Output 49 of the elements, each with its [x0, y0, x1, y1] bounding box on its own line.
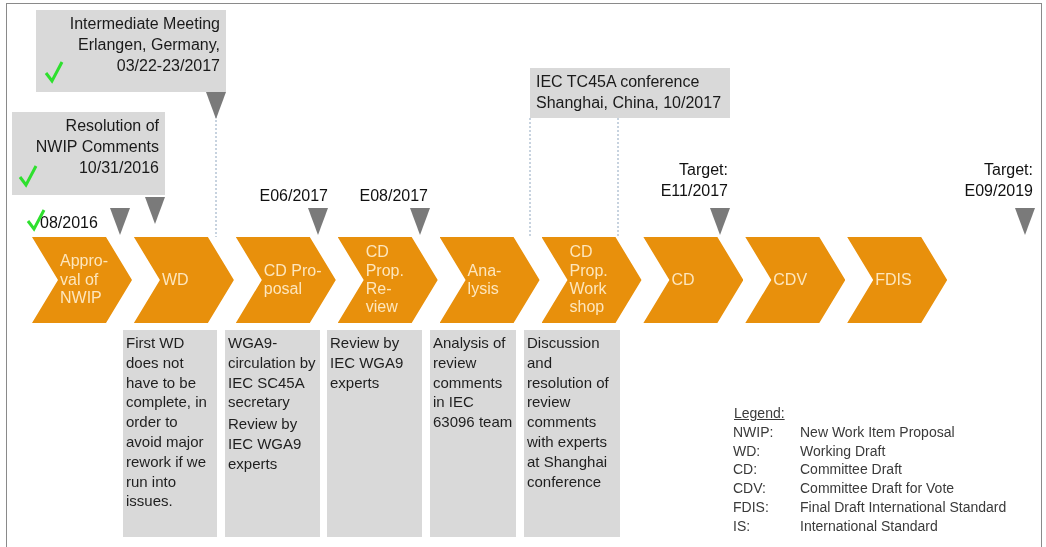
step-label: FDIS [875, 270, 913, 290]
description-text: Discussion and resolution of review comments with experts at Shanghai conference [527, 333, 610, 492]
legend-entry: WD: [733, 441, 762, 460]
description-text: Analysis of review comments in IEC 63096 team [433, 333, 513, 432]
description-text: First WD does not have to be complete, in order to avoid major rework if we run into issues. [126, 333, 208, 512]
description-text: Review by IEC WGA9 experts [228, 414, 303, 474]
milestone-date: 08/2016 [40, 213, 99, 233]
step-label: CD Prop. Re- view [365, 243, 405, 317]
description-text: WGA9- circulation by IEC SC45A secretary [228, 333, 317, 413]
callout-text: Shanghai, China, 10/2017 [536, 92, 723, 113]
step-label: CD [671, 270, 696, 290]
legend-entry: CD: [733, 460, 759, 479]
leader-line [617, 117, 619, 238]
legend-entry: Final Draft International Standard [800, 497, 1008, 516]
step-label: Appro- val of NWIP [60, 252, 110, 308]
legend-entry: CDV: [733, 479, 767, 498]
step-label: CD Prop. Work shop [569, 243, 609, 317]
description-box [524, 330, 620, 537]
milestone-date: Target: E09/2019 [963, 160, 1033, 201]
description-box [327, 330, 422, 537]
callout-text: Intermediate Meeting Erlangen, Germany, [68, 14, 220, 55]
description-text: Review by IEC WGA9 experts [330, 333, 405, 393]
callout-text: IEC TC45A conference [536, 72, 701, 92]
description-box [225, 330, 320, 537]
legend-entry: Committee Draft for Vote [800, 479, 956, 498]
milestone-date: E06/2017 [258, 186, 328, 206]
leader-line [529, 117, 531, 238]
callout-text: Resolution of NWIP Comments [34, 116, 159, 157]
legend-title: Legend: [734, 404, 786, 423]
legend-entry: New Work Item Proposal [800, 423, 956, 442]
step-label: CD Pro- posal [263, 261, 323, 299]
callout-box [12, 112, 165, 195]
milestone-date: Target: E11/2017 [659, 160, 728, 201]
legend-entry: IS: [733, 516, 752, 535]
callout-text: 03/22-23/2017 [115, 55, 220, 76]
milestone-date: E08/2017 [358, 186, 428, 206]
legend-entry: Working Draft [800, 441, 887, 460]
step-label: CDV [773, 270, 809, 290]
callout-box [530, 68, 730, 118]
description-box [123, 330, 217, 537]
step-label: Ana- lysis [467, 261, 503, 299]
callout-text: 10/31/2016 [77, 157, 159, 178]
legend-entry: FDIS: [733, 497, 770, 516]
legend-entry: Committee Draft [800, 460, 903, 479]
step-label: WD [161, 270, 190, 290]
legend-entry: International Standard [800, 516, 939, 535]
callout-box [36, 10, 226, 92]
description-box [430, 330, 516, 537]
legend-entry: NWIP: [733, 423, 775, 442]
